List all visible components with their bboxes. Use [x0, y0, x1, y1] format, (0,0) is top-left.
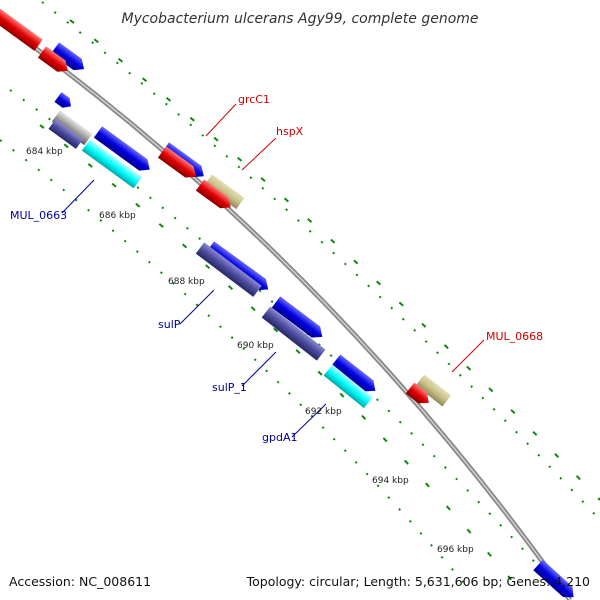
gene-name-labels: grcC1 hspX MUL_0668 MUL_0663 sulP sulP_1…: [10, 93, 543, 444]
gene-label-MUL_0668[interactable]: MUL_0668: [486, 330, 543, 343]
gene-box-inner-navy[interactable]: [48, 119, 84, 149]
gene-box-inner-gray[interactable]: [51, 110, 93, 146]
tick-label-694: 694 kbp: [372, 476, 409, 486]
outer-major-ticks: [69, 19, 600, 501]
gene-label-sulP_1[interactable]: sulP_1: [212, 381, 247, 394]
tick-label-686: 686 kbp: [99, 211, 136, 221]
gene-arrow-MUL_0663[interactable]: [93, 126, 154, 175]
topology-summary-text: Topology: circular; Length: 5,631,606 bp…: [246, 574, 590, 589]
callout-line-gpdA1: [291, 403, 327, 438]
reverse-strand-genes: [0, 4, 434, 408]
tick-label-688: 688 kbp: [168, 277, 205, 287]
gene-arrow-forward-edge[interactable]: [533, 559, 578, 600]
gene-arrow-reverse-2[interactable]: [37, 46, 72, 76]
gene-label-grcC1[interactable]: grcC1: [238, 93, 270, 106]
outer-dotted-line-2: [9, 89, 561, 591]
gene-arrow-reverse-5[interactable]: [405, 382, 434, 408]
tick-label-696: 696 kbp: [437, 545, 474, 555]
gene-box-hspX[interactable]: [203, 174, 245, 210]
callout-line-grcC1: [205, 103, 237, 137]
gene-arrow-forward-gpdA1-pair[interactable]: [331, 354, 380, 396]
callout-line-hspX: [241, 137, 277, 171]
tick-label-684: 684 kbp: [26, 147, 63, 157]
gene-label-gpdA1[interactable]: gpdA1: [262, 431, 297, 444]
genome-backbone-highlight: [0, 21, 571, 600]
inner-major-ticks: [39, 124, 521, 591]
kbp-tick-labels: 684 kbp 686 kbp 688 kbp 690 kbp 692 kbp …: [26, 147, 474, 555]
gene-arrow-forward-sulP1-pair[interactable]: [271, 296, 327, 342]
gene-box-sulP[interactable]: [195, 242, 262, 297]
gene-box-sulP_1[interactable]: [261, 306, 326, 361]
gene-arrow-forward-1[interactable]: [50, 42, 88, 74]
gene-label-MUL_0663[interactable]: MUL_0663: [10, 209, 67, 222]
ruler-dotted-lines-major: [39, 19, 600, 591]
gene-label-hspX[interactable]: hspX: [276, 125, 304, 138]
callout-line-MUL_0663: [61, 179, 95, 214]
gene-box-MUL_0668[interactable]: [415, 374, 452, 407]
callout-lines: [61, 103, 485, 438]
tick-label-690: 690 kbp: [237, 341, 274, 351]
gene-box-gpdA1[interactable]: [323, 364, 373, 409]
gene-arrow-forward-sulP-pair[interactable]: [205, 241, 272, 295]
callout-line-MUL_0668: [451, 339, 485, 373]
gene-arrow-reverse-4[interactable]: [195, 179, 235, 213]
gene-arrow-inner-small[interactable]: [54, 92, 74, 111]
outer-dotted-line-1: [41, 1, 600, 521]
callout-line-sulP_1: [241, 351, 277, 387]
callout-line-sulP: [179, 289, 215, 325]
forward-strand-genes: [50, 42, 578, 600]
tick-label-692: 692 kbp: [305, 407, 342, 417]
gene-label-sulP[interactable]: sulP: [158, 318, 181, 331]
accession-text: Accession: NC_008611: [9, 574, 151, 589]
gene-arrow-reverse-3[interactable]: [157, 146, 200, 182]
gene-box-cyan-1[interactable]: [81, 139, 142, 189]
gene-arrow-reverse-1[interactable]: [0, 4, 43, 51]
inner-track-genes: [48, 92, 373, 409]
map-title: Mycobacterium ulcerans Agy99, complete g…: [121, 11, 478, 27]
